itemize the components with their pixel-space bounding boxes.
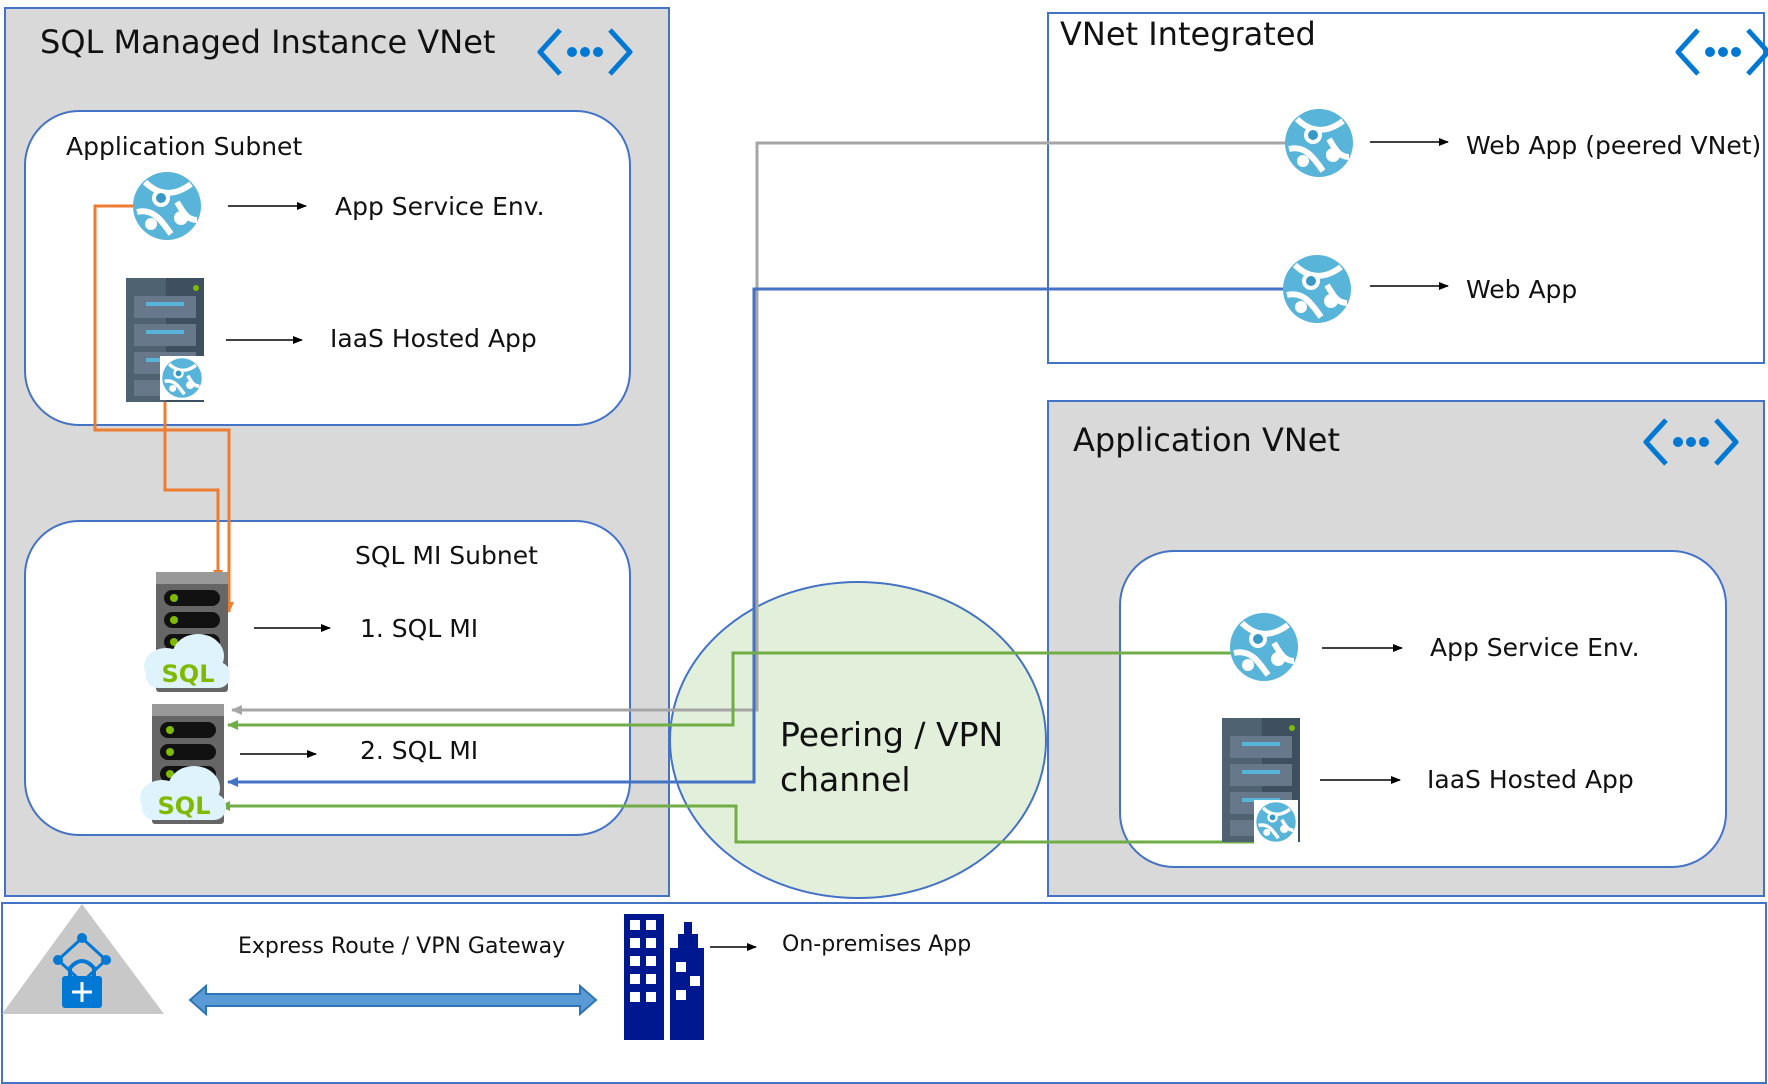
- green-connector-app-vnet-iaas: [219, 801, 1256, 844]
- blue-connector-webapp: [227, 287, 1285, 787]
- app-vnet-subnet-box: [1119, 550, 1727, 868]
- onprem-label: On-premises App: [782, 932, 972, 957]
- peering-label-line1: Peering / VPN: [780, 715, 1004, 754]
- gray-connector-webapp-peered: [231, 141, 1287, 715]
- green-connector-app-vnet-appsvc: [227, 651, 1232, 730]
- vnet-integrated-label-webapp: Web App: [1466, 275, 1578, 304]
- building-icon: [624, 914, 704, 1040]
- app-vnet-title: Application VNet: [1073, 421, 1341, 459]
- vnet-integrated-label-webapp-peered: Web App (peered VNet): [1466, 131, 1762, 160]
- peering-label-line2: channel: [780, 760, 911, 799]
- app-service-icon: [1283, 255, 1351, 323]
- sql-vnet-title: SQL Managed Instance VNet: [40, 23, 496, 61]
- orange-connector-appsvc: [93, 204, 234, 613]
- vpn-gateway-icon: [2, 904, 164, 1014]
- app-subnet-label-app-service-env: App Service Env.: [335, 192, 545, 221]
- sql-server-icon: [140, 704, 226, 824]
- app-subnet-title: Application Subnet: [66, 132, 303, 161]
- app-vnet-label-iaas: IaaS Hosted App: [1427, 765, 1634, 794]
- app-subnet-label-iaas: IaaS Hosted App: [330, 324, 537, 353]
- sqlmi-label-2: 2. SQL MI: [360, 736, 479, 765]
- app-service-icon: [133, 172, 201, 240]
- vnet-integrated-panel: [1047, 12, 1765, 364]
- app-service-badge-icon: [1254, 800, 1298, 844]
- orange-connector-iaas: [163, 400, 223, 581]
- sqlmi-subnet-box: [24, 520, 631, 836]
- sqlmi-label-1: 1. SQL MI: [360, 614, 479, 643]
- express-route-double-arrow: [188, 983, 598, 1017]
- vnet-integrated-title: VNet Integrated: [1060, 15, 1316, 53]
- sqlmi-subnet-title: SQL MI Subnet: [355, 541, 538, 570]
- sql-server-icon: [144, 572, 230, 692]
- app-service-icon: [1230, 613, 1298, 681]
- app-service-badge-icon: [160, 356, 204, 400]
- app-service-icon: [1285, 109, 1353, 177]
- gateway-label: Express Route / VPN Gateway: [238, 934, 566, 959]
- peering-ellipse: [669, 581, 1047, 899]
- app-vnet-label-app-service-env: App Service Env.: [1430, 633, 1640, 662]
